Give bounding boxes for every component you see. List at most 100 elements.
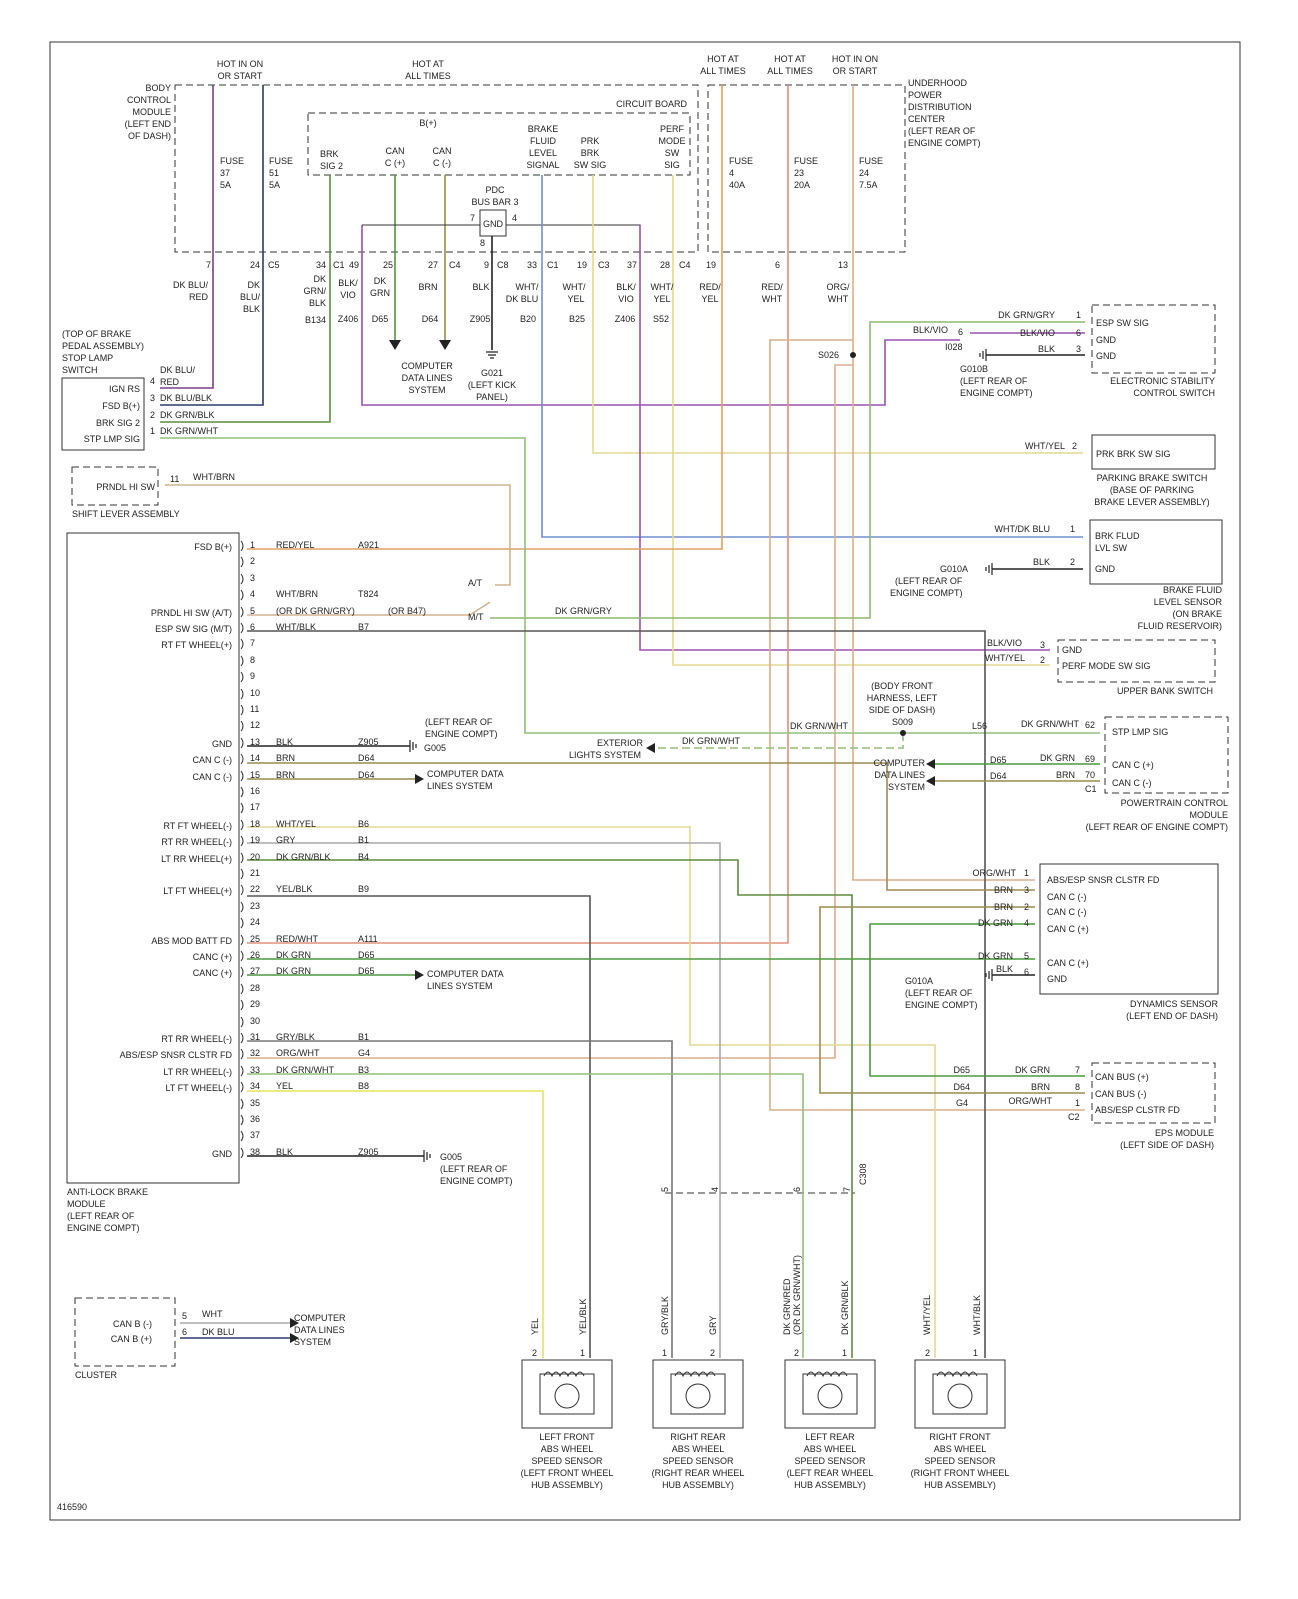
label: WHT/	[563, 282, 586, 292]
arrows	[290, 340, 935, 1343]
sensor-name: LEFT FRONT	[539, 1432, 595, 1442]
label: ENGINE COMPT)	[890, 588, 963, 598]
abs-pin-wire-color: ORG/WHT	[276, 1048, 320, 1058]
sensor-name: ABS WHEEL	[804, 1444, 857, 1454]
abs-pin-number: 17	[250, 802, 260, 812]
circuit-board-box	[307, 112, 691, 176]
abs-pin-number: 15	[250, 770, 260, 780]
abs-pin-number: 25	[250, 934, 260, 944]
wire-wht-dk-blu	[541, 175, 1083, 538]
abs-pin-wire-color: WHT/BRN	[276, 589, 318, 599]
hot-at-all-times: ALL TIMES	[405, 71, 451, 81]
underhood-pdc-box	[707, 84, 906, 253]
label: COMPUTER DATA	[427, 769, 504, 779]
hot-in-on: OR START	[833, 66, 878, 76]
wire-yel-blk-b9	[247, 895, 591, 1358]
label: SYSTEM	[888, 782, 925, 792]
abs-pin-function: CANC (+)	[193, 952, 232, 962]
wire-dk-grn-wht-b3	[247, 1073, 804, 1358]
wire-wht-blk-b7	[247, 630, 986, 1358]
brake-fluid-signal: SIGNAL	[526, 160, 559, 170]
arrow-icon	[926, 759, 935, 769]
fuse-23: FUSE	[794, 156, 818, 166]
ground-icon	[486, 351, 498, 359]
abs-pin-number: 16	[250, 786, 260, 796]
label: PEDAL ASSEMBLY)	[62, 341, 144, 351]
updc-label: ENGINE COMPT)	[908, 138, 981, 148]
label: 3	[150, 393, 155, 403]
label: BLK/	[616, 282, 636, 292]
label: RED/	[761, 282, 783, 292]
hot-in-on: HOT IN ON	[217, 59, 263, 69]
label: PARKING BRAKE SWITCH	[1097, 473, 1208, 483]
label: C308	[858, 1163, 868, 1185]
prk-brk-sw-sig: SW SIG	[574, 160, 607, 170]
label: CAN C (-)	[1112, 778, 1152, 788]
abs-pin-number: 26	[250, 950, 260, 960]
label: WHT/BRN	[193, 472, 235, 482]
pdc-gnd: GND	[483, 219, 504, 229]
abs-pin-function: CAN C (-)	[193, 772, 233, 782]
wire-dk-grn-gry	[490, 321, 1085, 619]
label: SHIFT LEVER ASSEMBLY	[72, 509, 180, 519]
abs-pin-wire-color: BLK	[276, 1147, 293, 1157]
abs-pin-wire-color: YEL/BLK	[276, 884, 313, 894]
label: WHT/BLK	[972, 1295, 982, 1335]
abs-pin-number: 34	[250, 1081, 260, 1091]
wire-dk-grn-blk-b4	[247, 859, 853, 1358]
abs-pin-function: PRNDL HI SW (A/T)	[151, 608, 232, 618]
label: (LEFT END OF DASH)	[1126, 1011, 1218, 1021]
label: DK BLU	[506, 294, 539, 304]
label: LEVEL SENSOR	[1154, 597, 1223, 607]
bcm-label: MODULE	[132, 107, 171, 117]
sensor-name: ABS WHEEL	[541, 1444, 594, 1454]
abs-pin-circuit: T824	[358, 589, 379, 599]
abs-pin-number: 30	[250, 1016, 260, 1026]
abs-pin-wire-color: BRN	[276, 753, 295, 763]
label: BRAKE LEVER ASSEMBLY)	[1094, 497, 1209, 507]
label: 8	[1075, 1082, 1080, 1092]
label: (BODY FRONT	[871, 681, 933, 691]
pin-connector-icon	[240, 884, 244, 896]
label: C4	[679, 260, 691, 270]
abs-pin-circuit: B7	[358, 622, 369, 632]
ground-icon	[979, 349, 987, 361]
wire-brn-dyn-eps	[819, 906, 1085, 1094]
pin-connector-icon	[240, 950, 244, 962]
label: 2	[794, 1348, 799, 1358]
cdl-label: SYSTEM	[408, 385, 445, 395]
abs-pin-number: 7	[250, 638, 255, 648]
abs-pin-function: CANC (+)	[193, 968, 232, 978]
wire-red-yel	[247, 85, 723, 550]
label: BRAKE FLUID	[1163, 585, 1223, 595]
abs-pin-function: RT RR WHEEL(-)	[161, 837, 232, 847]
abs-pin-number: 27	[250, 966, 260, 976]
sensor-name: (LEFT REAR WHEEL	[787, 1468, 874, 1478]
pin-connector-icon	[240, 737, 244, 749]
label: 3	[1076, 344, 1081, 354]
wire-blk-vio-z406	[361, 225, 960, 406]
label: DK	[313, 274, 326, 284]
eps-module-labels: CAN BUS (+)CAN BUS (-)ABS/ESP CLSTR FD 7…	[953, 1065, 1214, 1150]
label: 7	[1075, 1065, 1080, 1075]
abs-pin-number: 38	[250, 1147, 260, 1157]
abs-pin-number: 33	[250, 1065, 260, 1075]
label: LVL SW	[1095, 543, 1128, 553]
label: 1	[1075, 1098, 1080, 1108]
label: MODULE	[1189, 810, 1228, 820]
label: CAN C (+)	[1047, 924, 1089, 934]
abs-pin-circuit: B1	[358, 835, 369, 845]
label: STP LMP SIG	[84, 434, 140, 444]
perf-mode-sw-sig: SIG	[664, 160, 680, 170]
label: (LEFT SIDE OF DASH)	[1120, 1140, 1214, 1150]
label: (LEFT REAR OF	[425, 717, 493, 727]
fuse-24: 24	[859, 168, 869, 178]
label: 4	[150, 376, 155, 386]
pin-connector-icon	[240, 688, 244, 700]
label: DK GRN/RED	[782, 1278, 792, 1335]
label: ABS/ESP CLSTR FD	[1095, 1105, 1180, 1115]
fuse-24: FUSE	[859, 156, 883, 166]
label: EPS MODULE	[1155, 1128, 1214, 1138]
